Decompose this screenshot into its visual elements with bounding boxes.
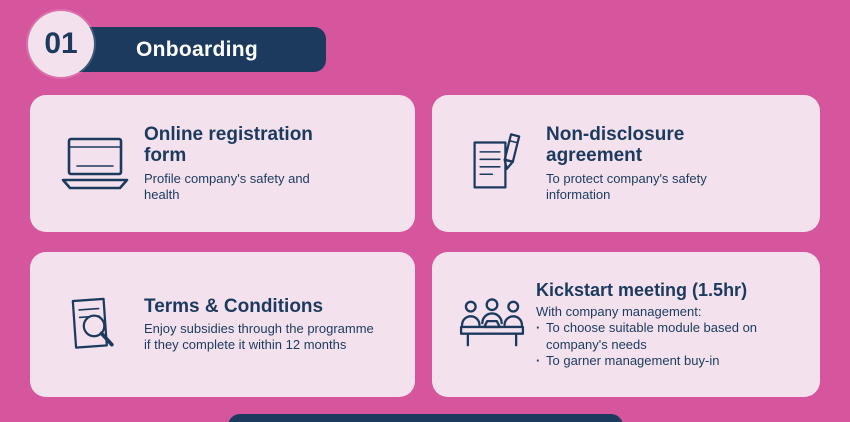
laptop-icon (46, 134, 144, 194)
next-step-pill-partial (228, 414, 623, 422)
card-title: Kickstart meeting (1.5hr) (536, 279, 748, 300)
card-body: Profile company's safety and health (144, 170, 310, 202)
document-pen-icon (448, 132, 546, 195)
card-body: Enjoy subsidies through the programme if… (144, 320, 374, 353)
card-body: With company management: (536, 304, 702, 320)
card-kickstart-meeting: Kickstart meeting (1.5hr) With company m… (432, 252, 820, 397)
step-title: Onboarding (136, 37, 258, 61)
bullet-item: · To choose suitable module based on com… (536, 320, 806, 353)
card-terms-and-conditions: Terms & Conditions Enjoy subsidies throu… (30, 252, 415, 397)
bullet-text: To garner management buy-in (546, 352, 720, 368)
bullet-marker: · (536, 352, 541, 368)
card-non-disclosure-agreement: Non-disclosure agreement To protect comp… (432, 95, 820, 232)
card-title: Non-disclosure agreement (546, 123, 685, 167)
step-number-circle: 01 (28, 11, 94, 77)
card-online-registration-form: Online registration form Profile company… (30, 95, 415, 232)
step-title-pill: Onboarding (58, 27, 326, 72)
card-title: Terms & Conditions (144, 295, 324, 317)
card-body: To protect company's safety information (546, 170, 707, 202)
bullet-text: To choose suitable module based on compa… (546, 320, 758, 352)
document-magnifier-icon (46, 294, 144, 356)
meeting-icon (448, 297, 536, 353)
bullet-item: · To garner management buy-in (536, 353, 806, 369)
card-title: Online registration form (144, 123, 313, 167)
bullet-marker: · (536, 320, 541, 336)
step-number: 01 (44, 27, 78, 60)
